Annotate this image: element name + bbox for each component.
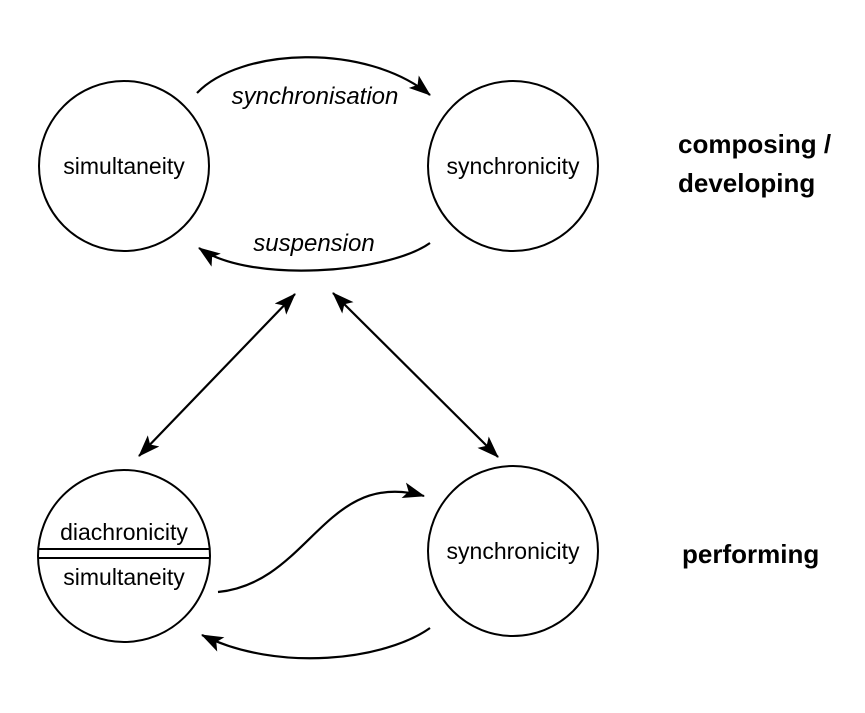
label-simultaneity-bottom: simultaneity xyxy=(63,564,185,590)
suspension-arrow xyxy=(198,242,431,272)
label-diachronicity: diachronicity xyxy=(60,519,188,545)
double-arrow-right xyxy=(332,292,499,458)
node-diachronicity-simultaneity xyxy=(37,469,211,643)
synchronisation-arrow xyxy=(196,56,431,96)
label-simultaneity-top: simultaneity xyxy=(63,153,185,179)
label-synchronicity-bottom: synchronicity xyxy=(447,538,580,564)
node-simultaneity-top xyxy=(38,80,210,252)
label-performing: performing xyxy=(682,539,819,569)
node-synchronicity-top xyxy=(427,80,599,252)
label-synchronicity-top: synchronicity xyxy=(447,153,580,179)
bottom-backward-arrow xyxy=(201,627,431,660)
label-composing-line1: composing / xyxy=(678,129,831,159)
bottom-forward-arrow xyxy=(217,482,425,594)
label-composing-line2: developing xyxy=(678,168,815,198)
label-synchronisation: synchronisation xyxy=(232,83,399,110)
label-suspension: suspension xyxy=(253,230,374,257)
node-synchronicity-bottom xyxy=(427,465,599,637)
double-arrow-left xyxy=(138,293,296,457)
